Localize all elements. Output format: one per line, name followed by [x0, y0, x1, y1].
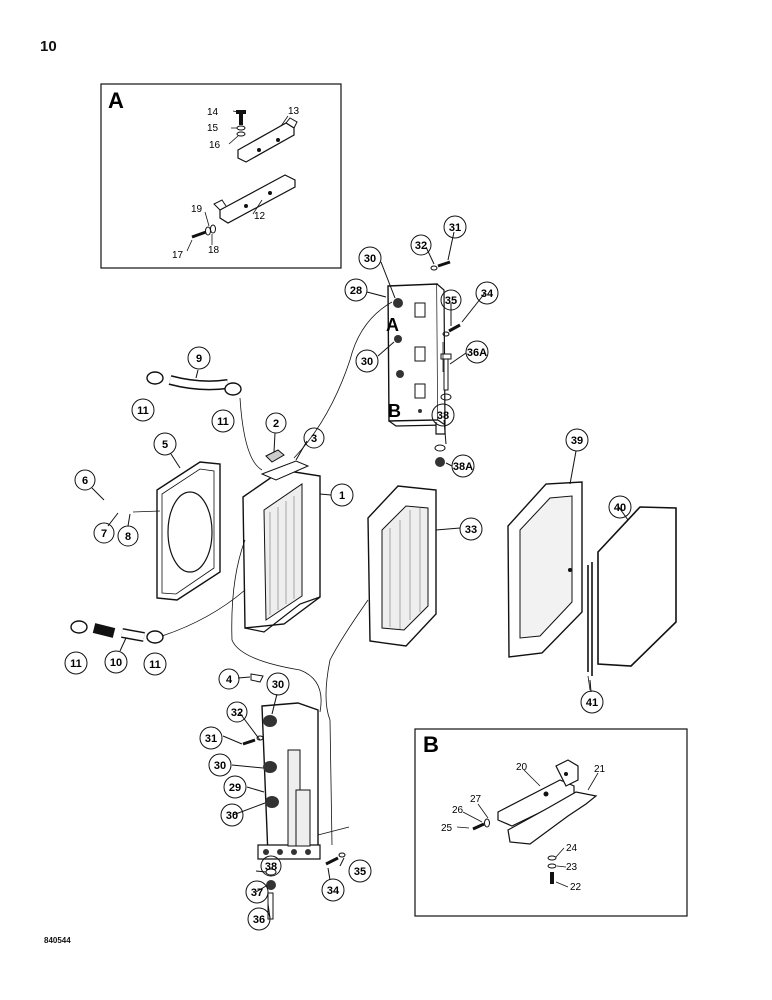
- fan-shroud-5: [156, 461, 221, 601]
- inset-b-title: B: [423, 732, 439, 757]
- callout-38a: 38A: [453, 461, 473, 473]
- callout-39: 39: [571, 435, 583, 447]
- mounting-bracket-29: [257, 702, 321, 860]
- label-18: 18: [208, 245, 220, 256]
- callout-1: 1: [339, 490, 345, 502]
- upper-hose-9: [146, 371, 242, 396]
- callout-38: 38: [437, 410, 449, 422]
- label-17: 17: [172, 250, 184, 261]
- label-16: 16: [209, 140, 221, 151]
- callout-32: 32: [415, 240, 427, 252]
- callout-2: 2: [273, 418, 279, 430]
- callout-7: 7: [101, 528, 107, 540]
- label-25: 25: [441, 823, 453, 834]
- callout-38: 38: [265, 861, 277, 873]
- callout-30: 30: [272, 679, 284, 691]
- callout-10: 10: [110, 657, 122, 669]
- callout-30: 30: [226, 810, 238, 822]
- hardware-lower: [242, 673, 346, 920]
- inset-a-title: A: [108, 88, 124, 113]
- callout-9: 9: [196, 353, 202, 365]
- label-12: 12: [254, 211, 266, 222]
- screen-panel-40: [587, 506, 677, 676]
- callout-8: 8: [125, 531, 131, 543]
- callout-11: 11: [137, 405, 149, 417]
- label-27: 27: [470, 794, 482, 805]
- inset-a: A 14 15 16 13 12 19 17 18: [100, 83, 342, 269]
- inset-b-frame: [414, 728, 688, 917]
- hardware-upper: [430, 260, 461, 467]
- callout-34: 34: [327, 885, 340, 897]
- callout-35: 35: [354, 866, 366, 878]
- assembly-lines: [132, 301, 591, 846]
- callout-35: 35: [445, 295, 457, 307]
- callout-37: 37: [251, 887, 263, 899]
- callouts: [64, 215, 632, 931]
- inset-a-frame: [100, 83, 342, 269]
- callout-6: 6: [82, 475, 88, 487]
- label-14: 14: [207, 107, 219, 118]
- callout-33: 33: [465, 524, 477, 536]
- callout-11: 11: [149, 659, 161, 671]
- callout-41: 41: [586, 697, 598, 709]
- callout-40: 40: [614, 502, 626, 514]
- callout-11: 11: [70, 658, 82, 670]
- label-20: 20: [516, 762, 528, 773]
- label-26: 26: [452, 805, 464, 816]
- core-33: [367, 485, 437, 647]
- mounting-bracket-28: A B: [386, 283, 446, 435]
- callout-34: 34: [481, 288, 494, 300]
- callout-30: 30: [214, 760, 226, 772]
- label-13: 13: [288, 106, 300, 117]
- label-24: 24: [566, 843, 578, 854]
- callout-numbers: 1 2 3 4 5 6 7 8 9 10 11 11 11 11 28 30 3…: [70, 222, 626, 926]
- inset-b: B 20 21 24 23 22 25 26 27: [414, 728, 688, 917]
- callout-31: 31: [205, 733, 217, 745]
- callout-30: 30: [361, 356, 373, 368]
- callout-36: 36: [253, 914, 265, 926]
- page-number: 10: [40, 38, 57, 55]
- label-22: 22: [570, 882, 582, 893]
- bracket-letter-a: A: [386, 315, 399, 335]
- bracket-21: [507, 791, 598, 845]
- lower-hose-10: [70, 620, 164, 644]
- bracket-letter-b: B: [388, 401, 401, 421]
- callout-11: 11: [217, 416, 229, 428]
- callout-5: 5: [162, 439, 168, 451]
- label-23: 23: [566, 862, 578, 873]
- label-21: 21: [594, 764, 606, 775]
- callout-29: 29: [229, 782, 241, 794]
- screen-frame-39: [507, 481, 583, 658]
- radiator-1: [242, 449, 321, 633]
- callout-32: 32: [231, 707, 243, 719]
- label-15: 15: [207, 123, 219, 134]
- bracket-13: [237, 122, 295, 163]
- callout-28: 28: [350, 285, 362, 297]
- drawing-code: 840544: [44, 936, 71, 945]
- callout-31: 31: [449, 222, 461, 234]
- callout-30: 30: [364, 253, 376, 265]
- label-19: 19: [191, 204, 203, 215]
- bracket-12: [219, 174, 296, 224]
- callout-36a: 36A: [467, 347, 487, 359]
- callout-3: 3: [311, 433, 317, 445]
- callout-4: 4: [226, 674, 233, 686]
